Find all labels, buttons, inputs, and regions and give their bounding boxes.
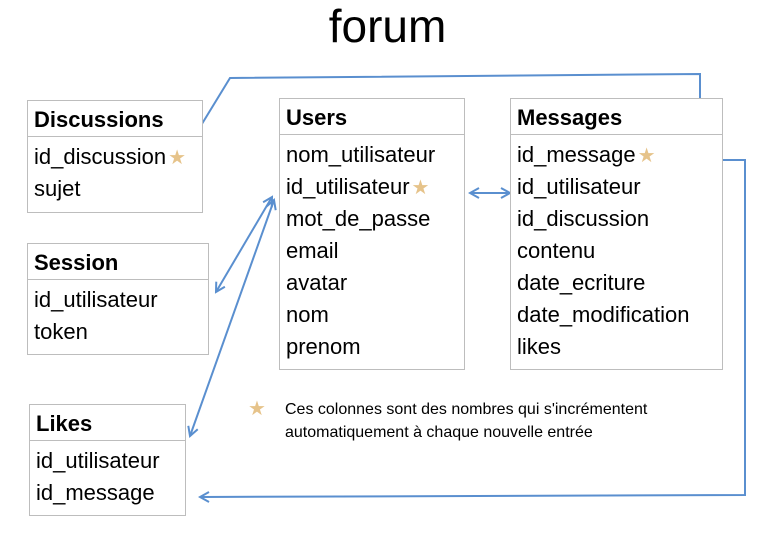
table-discussions: Discussions id_discussion★ sujet [27,100,203,213]
star-icon: ★ [411,177,430,199]
star-icon: ★ [168,147,187,169]
legend-line-2: automatiquement à chaque nouvelle entrée [285,424,593,441]
table-session: Session id_utilisateur token [27,243,209,355]
field-date-ecriture: date_ecriture [517,270,646,295]
field-id-utilisateur: id_utilisateur [36,448,160,473]
table-messages: Messages id_message★ id_utilisateur id_d… [510,98,723,370]
arrow-session-user-link [216,197,272,292]
legend-line-1: Ces colonnes sont des nombres qui s'incr… [285,401,648,418]
legend-note: Ces colonnes sont des nombres qui s'incr… [285,398,725,444]
table-messages-header: Messages [511,99,722,135]
field-id-utilisateur: id_utilisateur [517,174,641,199]
field-id-message: id_message★ [517,142,656,167]
field-id-utilisateur: id_utilisateur★ [286,174,430,199]
field-date-modification: date_modification [517,302,690,327]
field-id-utilisateur: id_utilisateur [34,287,158,312]
table-users-header: Users [280,99,464,135]
table-session-header: Session [28,244,208,280]
legend-star-icon: ★ [248,398,266,420]
field-id-discussion: id_discussion [517,206,650,231]
table-likes: Likes id_utilisateur id_message [29,404,186,516]
field-avatar: avatar [286,270,348,295]
table-likes-header: Likes [30,405,185,441]
field-id-message: id_message [36,480,155,505]
table-users: Users nom_utilisateur id_utilisateur★ mo… [279,98,465,370]
diagram-title: forum [328,0,447,52]
field-id-discussion: id_discussion★ [34,144,187,169]
table-discussions-header: Discussions [28,101,202,137]
star-icon: ★ [637,145,656,167]
field-likes: likes [517,334,562,359]
field-nom-utilisateur: nom_utilisateur [286,142,436,167]
field-token: token [34,319,88,344]
field-contenu: contenu [517,238,596,263]
field-nom: nom [286,302,329,327]
field-mot-de-passe: mot_de_passe [286,206,431,231]
field-prenom: prenom [286,334,361,359]
field-sujet: sujet [34,176,81,201]
field-email: email [286,238,339,263]
